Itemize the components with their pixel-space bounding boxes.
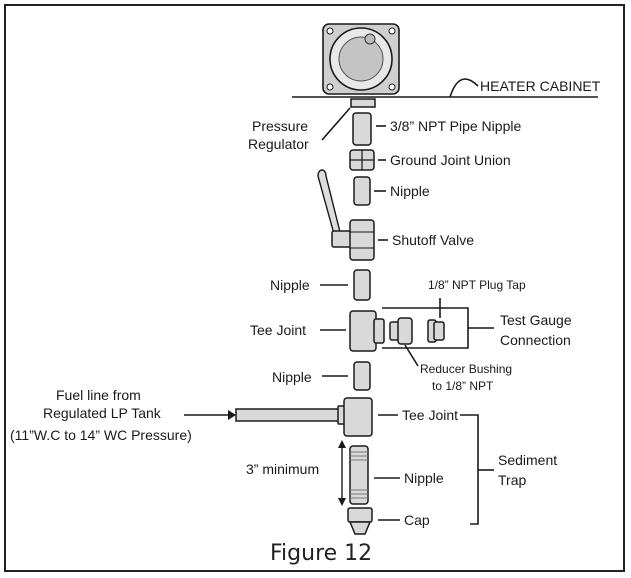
ground-joint-union-label: Ground Joint Union — [390, 152, 511, 168]
shutoff-valve — [317, 169, 375, 261]
upper-nipple-label: Nipple — [390, 183, 430, 199]
pipe-nipple — [352, 112, 372, 146]
reducer-label-1: Reducer Bushing — [420, 362, 512, 376]
fuel-line-label-3: (11”W.C to 14” WC Pressure) — [10, 427, 192, 443]
three-inch-label: 3” minimum — [246, 461, 319, 477]
pressure-regulator-label-1: Pressure — [252, 118, 308, 134]
fuel-line-label-1: Fuel line from — [56, 387, 141, 403]
middle-nipple-label: Nipple — [270, 277, 310, 293]
sediment-trap-label-2: Trap — [498, 472, 526, 488]
ground-joint-union — [349, 149, 375, 171]
fuel-line-pipe — [235, 405, 347, 425]
reducer-label-2: to 1/8” NPT — [432, 379, 494, 393]
reducer-leader — [404, 344, 419, 367]
three-inch-dimension — [338, 440, 346, 506]
plug-tap-label: 1/8” NPT Plug Tap — [428, 278, 526, 292]
upper-nipple — [353, 176, 371, 206]
lower-middle-nipple-label: Nipple — [272, 369, 312, 385]
fuel-line-label-2: Regulated LP Tank — [43, 405, 162, 421]
test-gauge-label-2: Connection — [500, 332, 571, 348]
test-gauge-label-1: Test Gauge — [500, 312, 572, 328]
diagram-frame — [4, 4, 625, 572]
middle-nipple — [353, 269, 371, 301]
lower-middle-nipple — [353, 361, 371, 391]
lower-tee-joint — [343, 397, 373, 437]
sediment-trap-label-1: Sediment — [498, 452, 557, 468]
reducer-bushing — [389, 317, 413, 345]
pressure-regulator-leader — [321, 107, 351, 141]
cap-label: Cap — [404, 512, 430, 528]
heater-cabinet-leader — [449, 78, 479, 98]
pipe-nipple-label: 3/8” NPT Pipe Nipple — [390, 118, 521, 134]
shutoff-valve-label: Shutoff Valve — [392, 232, 474, 248]
sediment-nipple — [349, 445, 369, 505]
pressure-regulator-label-2: Regulator — [248, 136, 309, 152]
regulator-outlet — [350, 98, 376, 108]
sediment-nipple-threads — [350, 451, 368, 499]
fuel-line-arrowhead — [228, 410, 236, 420]
figure-caption: Figure 12 — [270, 541, 372, 566]
sediment-trap-bracket — [460, 414, 479, 525]
heater-cabinet-label: HEATER CABINET — [480, 78, 601, 94]
upper-tee-joint-label: Tee Joint — [250, 322, 306, 338]
cap — [347, 507, 373, 535]
lower-nipple-label: Nipple — [404, 470, 444, 486]
pressure-regulator — [322, 23, 400, 95]
upper-tee-joint — [349, 310, 385, 352]
plug-tap — [427, 319, 445, 343]
lower-tee-joint-label: Tee Joint — [402, 407, 458, 423]
